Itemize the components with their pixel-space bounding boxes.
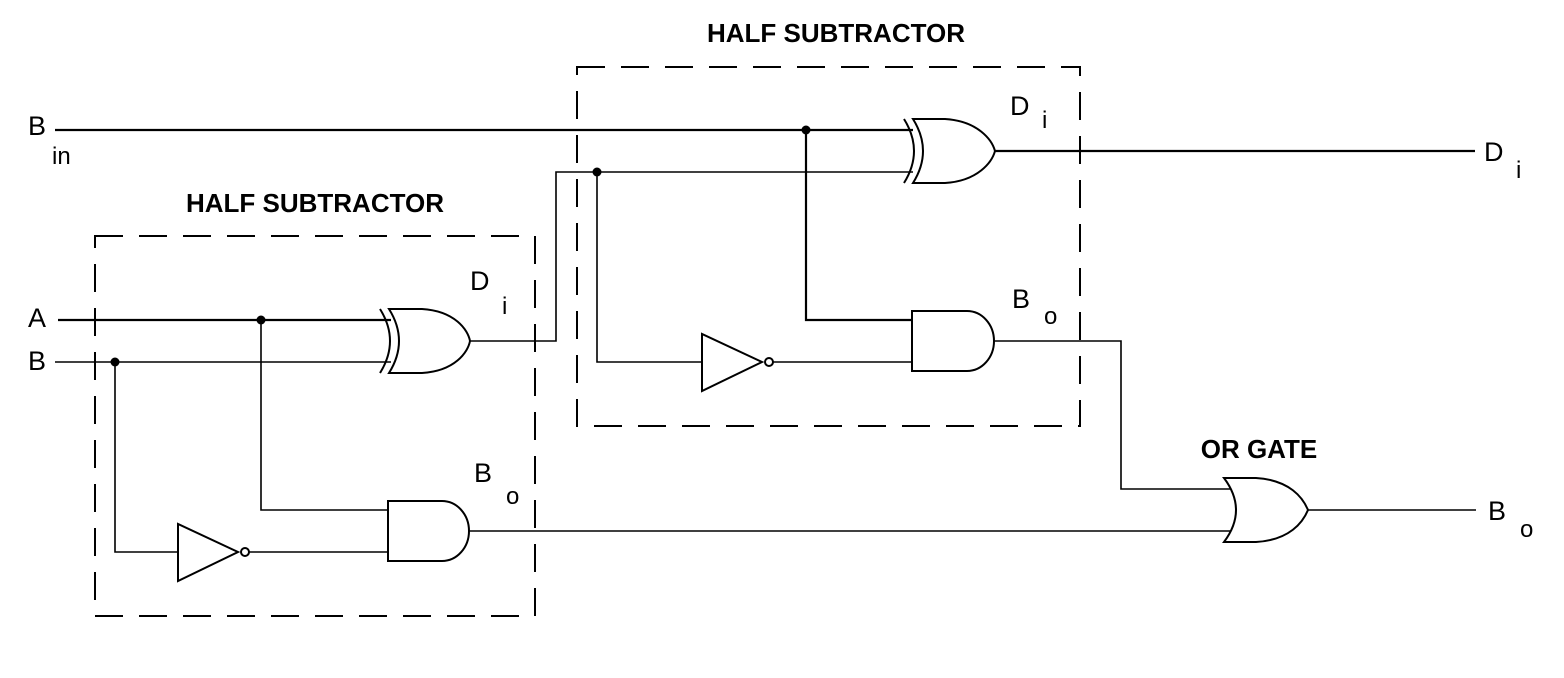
d1-to-hs2-wire [470,171,913,342]
bo2-to-or-wire [994,340,1232,490]
b-to-not1-wire [114,362,178,553]
output-difference-label: D [1484,137,1504,167]
hs2-borrow-label: B [1012,284,1030,314]
input-b-in-label: B [28,111,46,141]
hs1-difference-subscript: i [502,293,507,320]
half-subtractor-2-box [576,66,1081,427]
and-gate-1 [387,500,470,562]
not-gate-1 [177,522,250,583]
xor-gate-2 [903,118,997,184]
input-b-label: B [28,346,46,376]
not-gate-2 [701,332,774,393]
b-in-to-and2-wire [804,130,913,322]
junction-a [256,315,266,325]
xor-gate-1 [379,308,472,374]
half-subtractor-1-box [94,235,536,617]
output-borrow-label: B [1488,496,1506,526]
a-to-and1-wire [260,320,390,511]
half-subtractor-1-title: HALF SUBTRACTOR [186,188,444,218]
output-borrow-subscript: o [1520,516,1533,543]
output-difference-subscript: i [1516,157,1521,184]
or-gate-title: OR GATE [1201,434,1318,464]
or-gate [1222,477,1310,543]
input-b-in-subscript: in [52,143,71,170]
input-a-label: A [28,303,46,333]
d1-to-not2-wire [596,172,702,363]
junction-b-in [801,125,811,135]
hs1-difference-label: D [470,266,490,296]
hs1-borrow-subscript: o [506,483,519,510]
half-subtractor-2-title: HALF SUBTRACTOR [707,18,965,48]
hs2-borrow-subscript: o [1044,303,1057,330]
junction-b [110,357,120,367]
junction-d1 [592,167,602,177]
and-gate-2 [911,310,995,372]
hs2-difference-subscript: i [1042,107,1047,134]
hs2-difference-label: D [1010,91,1030,121]
hs1-borrow-label: B [474,458,492,488]
